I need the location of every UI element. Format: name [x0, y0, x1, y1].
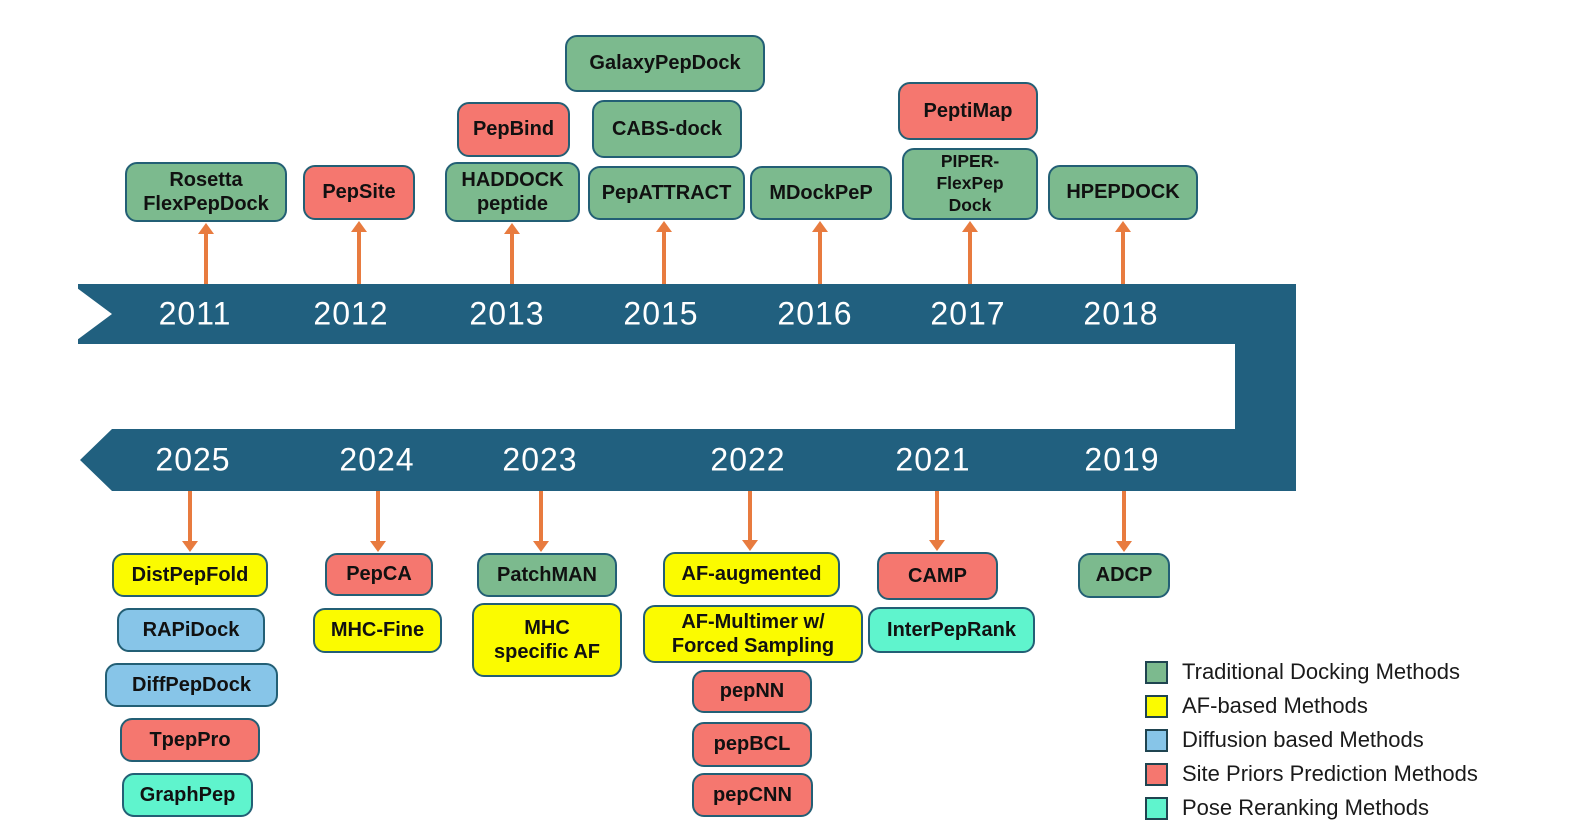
timeline-arrow-2022 [742, 491, 758, 551]
timeline-arrow-2018 [1115, 221, 1131, 284]
arrow-shaft [935, 491, 939, 542]
method-box-galaxy-pep-dock: GalaxyPepDock [565, 35, 765, 92]
method-box-cabs-dock: CABS-dock [592, 100, 742, 158]
timeline-arrow-2015 [656, 221, 672, 284]
method-box-pep-nn: pepNN [692, 670, 812, 713]
method-box-pep-site: PepSite [303, 165, 415, 220]
method-box-pepti-map: PeptiMap [898, 82, 1038, 140]
timeline-arrow-2023 [533, 491, 549, 552]
method-box-graph-pep: GraphPep [122, 773, 253, 817]
method-box-mhc-fine: MHC-Fine [313, 608, 442, 653]
legend-item-pose: Pose Reranking Methods [1145, 791, 1478, 825]
legend-swatch-site [1145, 762, 1168, 786]
arrowhead-down-icon [1116, 541, 1132, 552]
arrow-shaft [1122, 491, 1126, 543]
year-label-2016: 2016 [777, 295, 853, 332]
timeline-arrow-2013 [504, 223, 520, 284]
timeline-arrow-2021 [929, 491, 945, 551]
year-label-2018: 2018 [1083, 295, 1159, 332]
method-box-rapidock: RAPiDock [117, 608, 265, 652]
timeline-arrow-2024 [370, 491, 386, 552]
timeline-arrow-2025 [182, 491, 198, 552]
method-box-rosetta-flexpepdock: Rosetta FlexPepDock [125, 162, 287, 222]
arrow-shaft [662, 230, 666, 284]
method-box-mdock-pep: MDockPeP [750, 166, 892, 220]
legend-item-label: AF-based Methods [1182, 693, 1368, 718]
legend-swatch-diffusion [1145, 728, 1168, 752]
legend-item-traditional: Traditional Docking Methods [1145, 655, 1478, 689]
arrow-shaft [748, 491, 752, 542]
method-box-pep-bind: PepBind [457, 102, 570, 157]
method-box-adcp: ADCP [1078, 553, 1170, 598]
method-box-inter-pep-rank: InterPepRank [868, 607, 1035, 653]
timeline-arrow-2012 [351, 221, 367, 284]
legend-item-label: Pose Reranking Methods [1182, 795, 1430, 820]
year-label-2012: 2012 [313, 295, 389, 332]
arrowhead-down-icon [742, 540, 758, 551]
method-box-camp: CAMP [877, 552, 998, 600]
arrowhead-down-icon [533, 541, 549, 552]
arrowhead-up-icon [656, 221, 672, 232]
method-box-patch-man: PatchMAN [477, 553, 617, 597]
method-box-piper-flexpep-dock: PIPER- FlexPep Dock [902, 148, 1038, 220]
arrow-shaft [968, 230, 972, 284]
method-box-af-multimer-forced-sampling: AF-Multimer w/ Forced Sampling [643, 605, 863, 663]
arrow-shaft [188, 491, 192, 543]
timeline-band-connector [1235, 342, 1296, 431]
timeline-arrow-2017 [962, 221, 978, 284]
timeline-band-bottom [80, 429, 1296, 491]
method-box-af-augmented: AF-augmented [663, 552, 840, 597]
method-box-pep-attract: PepATTRACT [588, 166, 745, 220]
method-box-dist-pep-fold: DistPepFold [112, 553, 268, 597]
timeline-arrow-2016 [812, 221, 828, 284]
method-box-mhc-specific-af: MHC specific AF [472, 603, 622, 677]
arrowhead-up-icon [351, 221, 367, 232]
method-box-diff-pep-dock: DiffPepDock [105, 663, 278, 707]
legend-item-af: AF-based Methods [1145, 689, 1478, 723]
legend-swatch-pose [1145, 796, 1168, 820]
method-box-tpep-pro: TpepPro [120, 718, 260, 762]
legend-item-label: Site Priors Prediction Methods [1182, 761, 1478, 786]
legend-item-label: Diffusion based Methods [1182, 727, 1424, 752]
timeline-arrow-2019 [1116, 491, 1132, 552]
arrowhead-up-icon [1115, 221, 1131, 232]
arrowhead-up-icon [812, 221, 828, 232]
year-label-2023: 2023 [502, 441, 578, 478]
method-box-hpepdock: HPEPDOCK [1048, 165, 1198, 220]
method-box-pep-cnn: pepCNN [692, 773, 813, 817]
arrow-shaft [510, 232, 514, 284]
arrow-shaft [1121, 230, 1125, 284]
year-label-2015: 2015 [623, 295, 699, 332]
method-box-pep-bcl: pepBCL [692, 722, 812, 767]
year-label-2025: 2025 [155, 441, 231, 478]
arrowhead-down-icon [370, 541, 386, 552]
year-label-2019: 2019 [1084, 441, 1160, 478]
timeline-arrow-2011 [198, 223, 214, 284]
legend-item-label: Traditional Docking Methods [1182, 659, 1460, 684]
arrowhead-up-icon [198, 223, 214, 234]
timeline-band-top [78, 284, 1296, 344]
year-label-2017: 2017 [930, 295, 1006, 332]
arrow-shaft [204, 232, 208, 284]
arrowhead-down-icon [929, 540, 945, 551]
arrow-shaft [357, 230, 361, 284]
year-label-2011: 2011 [158, 295, 232, 332]
legend-item-site: Site Priors Prediction Methods [1145, 757, 1478, 791]
year-label-2013: 2013 [469, 295, 545, 332]
arrow-shaft [818, 230, 822, 284]
arrowhead-down-icon [182, 541, 198, 552]
method-box-pep-ca: PepCA [325, 553, 433, 596]
legend-item-diffusion: Diffusion based Methods [1145, 723, 1478, 757]
arrowhead-up-icon [504, 223, 520, 234]
year-label-2022: 2022 [710, 441, 786, 478]
arrow-shaft [376, 491, 380, 543]
year-label-2021: 2021 [895, 441, 971, 478]
legend-swatch-af [1145, 694, 1168, 718]
arrowhead-up-icon [962, 221, 978, 232]
legend-swatch-traditional [1145, 660, 1168, 684]
method-box-haddock-peptide: HADDOCK peptide [445, 162, 580, 222]
arrow-shaft [539, 491, 543, 543]
year-label-2024: 2024 [339, 441, 415, 478]
